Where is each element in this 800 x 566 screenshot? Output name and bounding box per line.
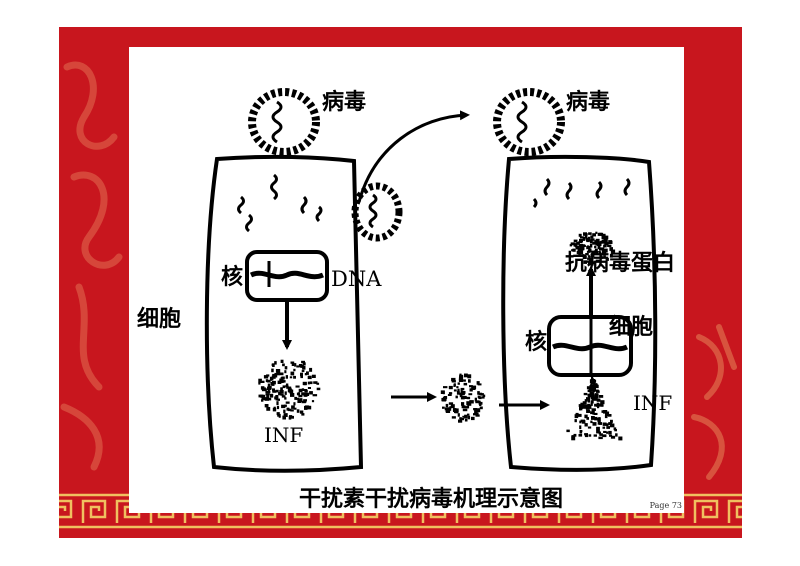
diagram-panel: 病毒 病毒 核 DNA 细胞 INF 抗病毒蛋白 核 细胞 INF 干扰素干扰病… [129, 47, 684, 513]
calligraphy-ornament-left [60, 61, 123, 471]
interferon-mechanism-diagram [204, 88, 658, 473]
page-number: Page 73 [649, 501, 682, 510]
left-cell-membrane [204, 154, 364, 473]
left-dna-strand [249, 270, 324, 280]
right-nucleus [547, 315, 633, 377]
virus-transfer-arrow [357, 110, 470, 203]
left-inf-label: INF [264, 423, 304, 447]
slide: 病毒 病毒 核 DNA 细胞 INF 抗病毒蛋白 核 细胞 INF 干扰素干扰病… [59, 27, 742, 538]
diagram-caption: 干扰素干扰病毒机理示意图 [299, 487, 564, 512]
left-virus-outside [248, 88, 320, 156]
left-cell-label: 细胞 [137, 307, 182, 332]
left-virus-label: 病毒 [322, 90, 367, 115]
right-nucleus-label: 核 [525, 330, 548, 355]
middle-inf-cluster [440, 373, 486, 423]
right-cell-label: 细胞 [609, 315, 654, 340]
right-virus-outside [493, 88, 565, 156]
right-viral-fragments [532, 177, 631, 209]
right-virus-label: 病毒 [566, 90, 611, 115]
antiviral-protein-cluster [569, 231, 616, 266]
right-cell-membrane [501, 154, 658, 472]
left-nucleus-label: 核 [221, 265, 244, 290]
right-inf-cluster [566, 377, 623, 441]
dna-label: DNA [331, 267, 382, 291]
left-inf-cluster [258, 359, 321, 420]
calligraphy-ornament-right [691, 324, 737, 480]
left-virus-entering [351, 182, 403, 242]
antiviral-protein-label: 抗病毒蛋白 [565, 251, 676, 276]
left-viral-fragments [237, 173, 323, 233]
right-inf-label: INF [633, 391, 673, 415]
